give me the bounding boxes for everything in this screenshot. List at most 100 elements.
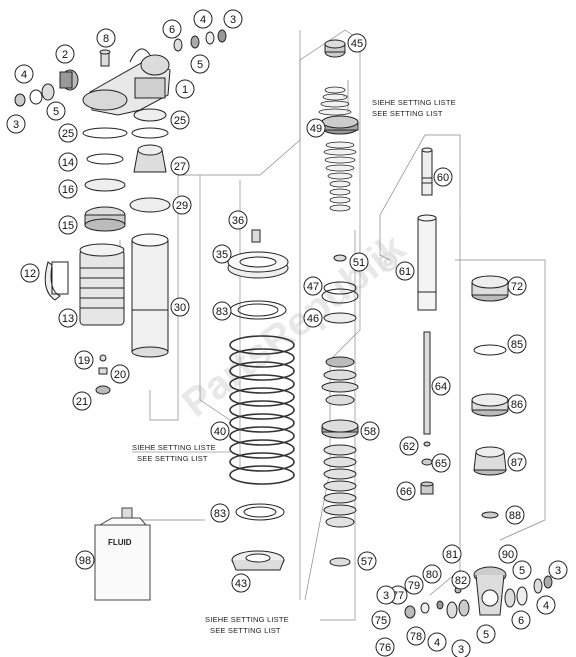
rubber-bellows [79, 243, 125, 326]
callout-label: 25 [62, 128, 74, 140]
callout-label: 19 [78, 355, 90, 367]
callout-circle [58, 123, 78, 143]
callout-c98: 98 [75, 550, 95, 570]
callout-c20: 20 [110, 364, 130, 384]
callout-label: 66 [400, 486, 412, 498]
callout-c4c: 4 [427, 632, 447, 652]
callout-c88: 88 [505, 505, 525, 525]
callout-label: 3 [13, 119, 19, 131]
callout-c76: 76 [375, 637, 395, 657]
bottom-cup-58 [321, 419, 359, 439]
callout-c90: 90 [498, 544, 518, 564]
callout-circle [433, 167, 453, 187]
callout-circle [375, 637, 395, 657]
callout-c35: 35 [212, 244, 232, 264]
callout-label: 72 [511, 281, 523, 293]
setting-note-bottom: SIEHE SETTING LISTE SEE SETTING LIST [205, 615, 289, 635]
callout-c29: 29 [172, 195, 192, 215]
piston-rod-61 [417, 214, 437, 311]
callout-circle [427, 632, 447, 652]
callout-circle [14, 64, 34, 84]
piston-rod-upper [421, 147, 433, 196]
callout-label: 1 [182, 84, 188, 96]
callout-c15: 15 [58, 215, 78, 235]
callout-label: 60 [437, 172, 449, 184]
callout-c8: 8 [96, 28, 116, 48]
callout-circle [371, 610, 391, 630]
bump-stop-stack [323, 444, 357, 528]
callout-label: 36 [232, 215, 244, 227]
cap-87 [473, 446, 507, 476]
callout-circle [476, 624, 496, 644]
lower-eye-assembly [473, 566, 507, 616]
callout-circle [511, 610, 531, 630]
small-bolt [99, 49, 111, 67]
reservoir-head-assembly [82, 48, 171, 116]
shim-stack-lower [323, 141, 357, 212]
callout-circle [507, 452, 527, 472]
note-bottom-de: SIEHE SETTING LISTE [205, 615, 289, 624]
callout-label: 46 [307, 313, 319, 325]
callout-c21: 21 [72, 391, 92, 411]
spring-adjuster-nut [227, 229, 289, 279]
callout-c13: 13 [58, 308, 78, 328]
top-right-washers [173, 29, 227, 52]
needle-rod-64 [423, 331, 431, 435]
callout-label: 86 [511, 399, 523, 411]
callout-circle [399, 436, 419, 456]
valve-small-parts [95, 354, 111, 395]
callout-c57: 57 [357, 551, 377, 571]
callout-label: 83 [216, 306, 228, 318]
callout-c85: 85 [507, 334, 527, 354]
callout-c80: 80 [422, 564, 442, 584]
adjuster-knob [14, 69, 79, 107]
callout-c83b: 83 [210, 503, 230, 523]
callout-label: 4 [200, 14, 206, 26]
spring-washer-top [229, 300, 287, 320]
callout-circle [512, 560, 532, 580]
callout-label: 3 [230, 14, 236, 26]
callout-label: 61 [399, 266, 411, 278]
callout-label: 47 [307, 281, 319, 293]
callout-label: 62 [403, 441, 415, 453]
callout-circle [451, 639, 471, 657]
seal-head-72 [471, 275, 509, 302]
callout-label: 87 [511, 457, 523, 469]
callout-circle [46, 101, 66, 121]
callout-circle [422, 564, 442, 584]
callout-label: 98 [79, 555, 91, 567]
top-nut-45 [324, 39, 346, 58]
callout-label: 4 [543, 600, 549, 612]
callout-c78: 78 [406, 626, 426, 646]
callout-c72: 72 [507, 276, 527, 296]
callout-c16: 16 [58, 179, 78, 199]
callout-label: 16 [62, 184, 74, 196]
callout-circle [58, 152, 78, 172]
callout-circle [96, 28, 116, 48]
shim-stack-upper [318, 86, 352, 116]
washer-57 [329, 557, 351, 567]
callout-circle [170, 297, 190, 317]
callout-c27: 27 [170, 156, 190, 176]
callout-label: 83 [214, 508, 226, 520]
coil-spring [229, 335, 295, 485]
callout-c65: 65 [431, 453, 451, 473]
callout-circle [72, 391, 92, 411]
callout-label: 82 [455, 575, 467, 587]
callout-c83a: 83 [212, 301, 232, 321]
callout-label: 6 [169, 24, 175, 36]
callout-c81: 81 [442, 544, 462, 564]
rod-small-parts [420, 441, 434, 495]
callout-c19: 19 [74, 350, 94, 370]
callout-label: 76 [379, 642, 391, 654]
callout-label: 58 [364, 426, 376, 438]
callout-circle [212, 301, 232, 321]
callout-c5d: 5 [512, 560, 532, 580]
callout-c60: 60 [433, 167, 453, 187]
callout-label: 85 [511, 339, 523, 351]
callout-label: 90 [502, 549, 514, 561]
callout-c2: 2 [55, 44, 75, 64]
callout-circle [395, 261, 415, 281]
callout-label: 15 [62, 220, 74, 232]
